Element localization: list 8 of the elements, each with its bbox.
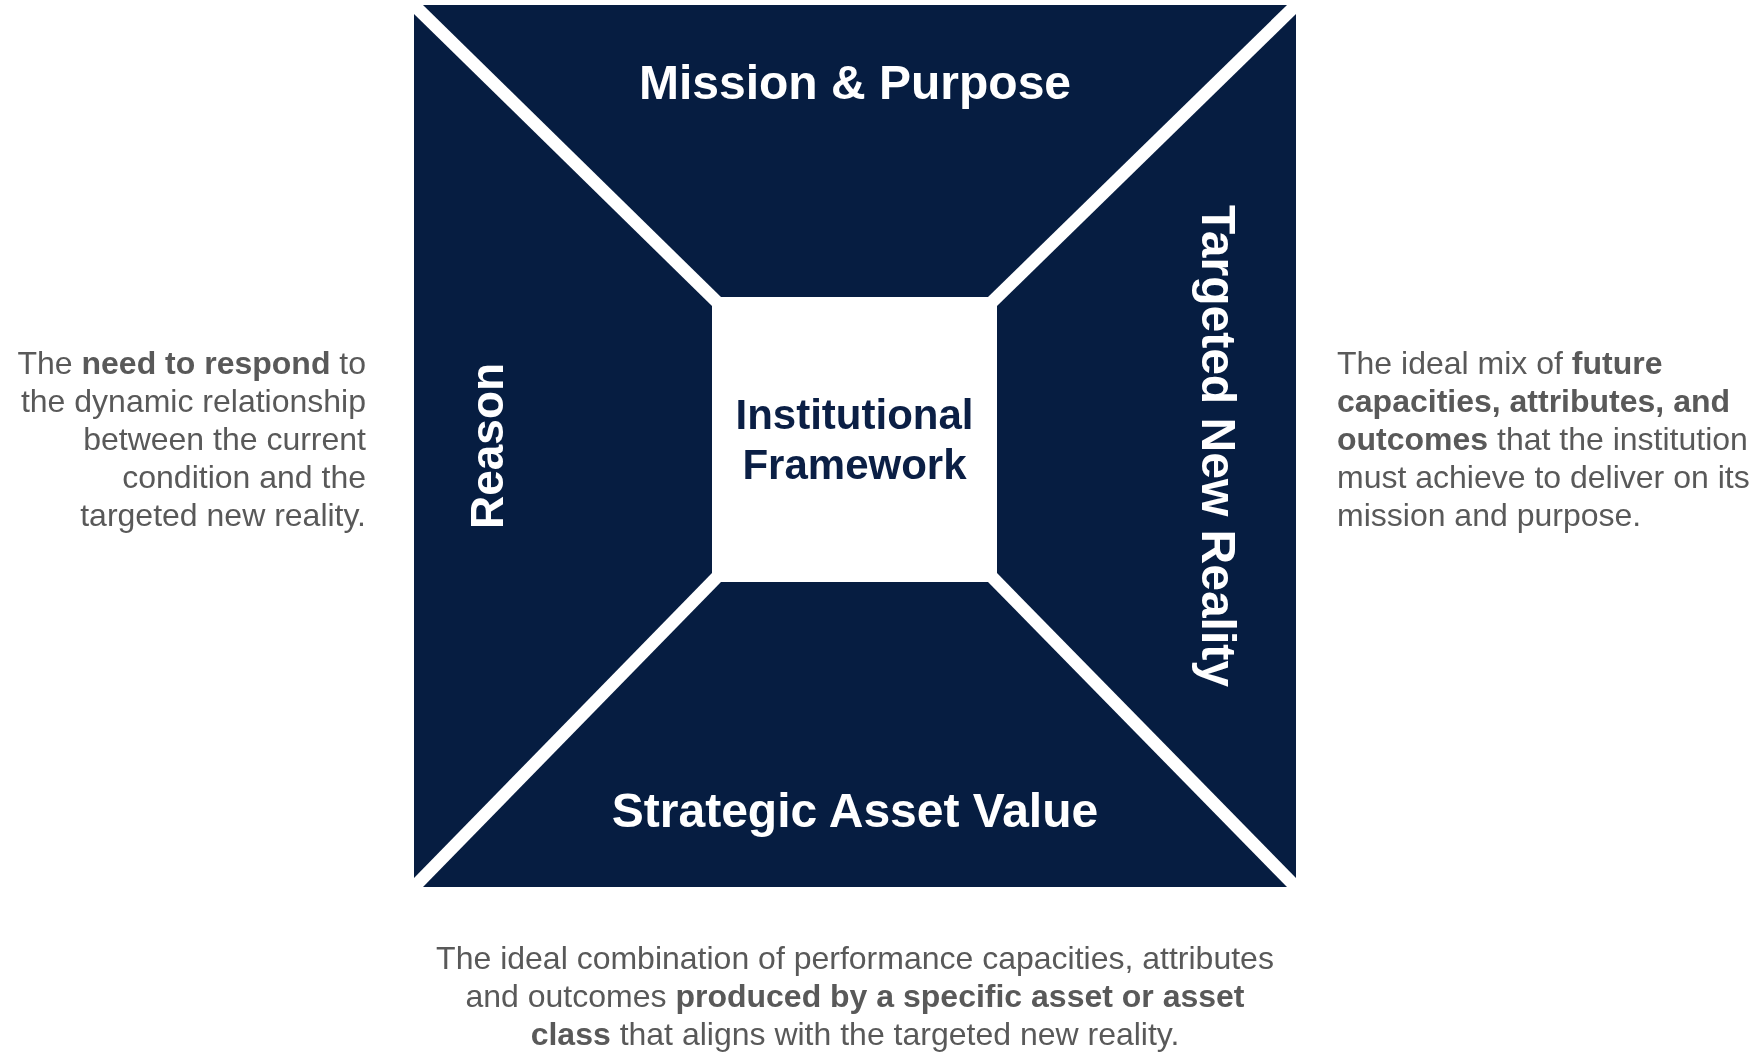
description-text: The ideal mix of future capacities, attributes, and outcomes that the institution must achieve to deliver on its mission and purpose. [1337,344,1751,534]
panel-title: Targeted New Reality [1190,205,1246,687]
panel-title: Reason [460,362,514,530]
description-text: The ideal combination of performance capacities, attributes and outcomes produced by a specific asset or asset class that aligns with the targeted new reality. [435,939,1275,1053]
description-text: The need to respond to the dynamic relationship between the current condition and the targeted new reality. [16,344,366,534]
panel-title: Strategic Asset Value [611,783,1099,839]
center-title: Institutional Framework [724,389,985,490]
panel-title: Mission & Purpose [638,55,1072,111]
